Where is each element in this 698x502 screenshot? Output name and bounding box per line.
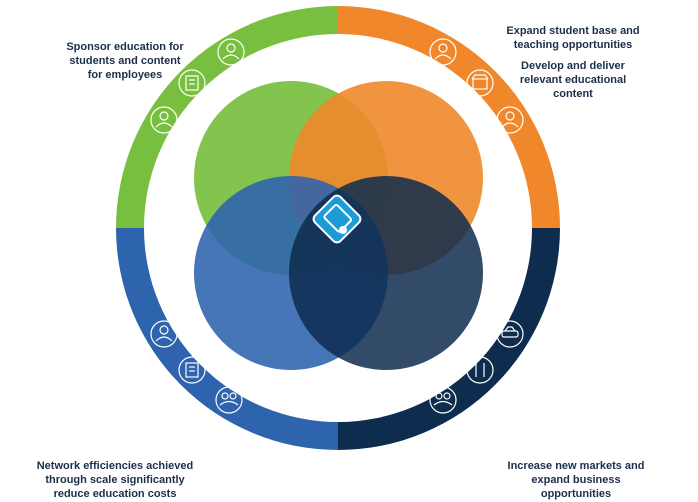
people-icon xyxy=(215,386,243,414)
diploma-badge-icon xyxy=(312,194,362,244)
caption-line: through scale significantly xyxy=(45,474,185,486)
inner-white-ring xyxy=(157,47,519,409)
person-icon xyxy=(217,38,245,66)
building-icon xyxy=(178,69,206,97)
tools-icon xyxy=(466,356,494,384)
caption-line: teaching opportunities xyxy=(513,39,633,51)
person-icon xyxy=(150,106,178,134)
caption-bottom-left: Network efficiencies achieved through sc… xyxy=(20,459,210,501)
caption-line: students and content xyxy=(69,55,181,67)
person-icon xyxy=(429,38,457,66)
storefront-icon xyxy=(466,69,494,97)
caption-line: opportunities xyxy=(540,488,612,500)
caption-line: content xyxy=(553,88,593,100)
ring-quadrant-bottom-right xyxy=(338,228,560,450)
ring-quadrant-bottom-left xyxy=(116,228,338,450)
caption-top-right-2: Develop and deliver relevant educational… xyxy=(488,59,658,101)
caption-line: relevant educational xyxy=(519,74,627,86)
people-icon xyxy=(429,386,457,414)
caption-line: Network efficiencies achieved xyxy=(36,460,194,472)
caption-line: Sponsor education for xyxy=(66,41,184,53)
caption-line: for employees xyxy=(87,69,163,81)
caption-top-right-1: Expand student base and teaching opportu… xyxy=(478,24,668,52)
building-icon xyxy=(178,356,206,384)
caption-top-left: Sponsor education for students and conte… xyxy=(40,40,210,82)
ring-quadrant-top-right xyxy=(338,6,560,228)
outer-ring xyxy=(116,6,560,450)
caption-line: expand business xyxy=(531,474,621,486)
venn-circle-navy xyxy=(289,176,483,370)
person-icon xyxy=(150,320,178,348)
caption-line: Increase new markets and xyxy=(507,460,645,472)
caption-line: Expand student base and xyxy=(506,25,640,37)
caption-line: Develop and deliver xyxy=(521,60,625,72)
caption-bottom-right: Increase new markets and expand business… xyxy=(486,459,666,501)
car-icon xyxy=(496,320,524,348)
caption-line: reduce education costs xyxy=(53,488,177,500)
person-icon xyxy=(496,106,524,134)
